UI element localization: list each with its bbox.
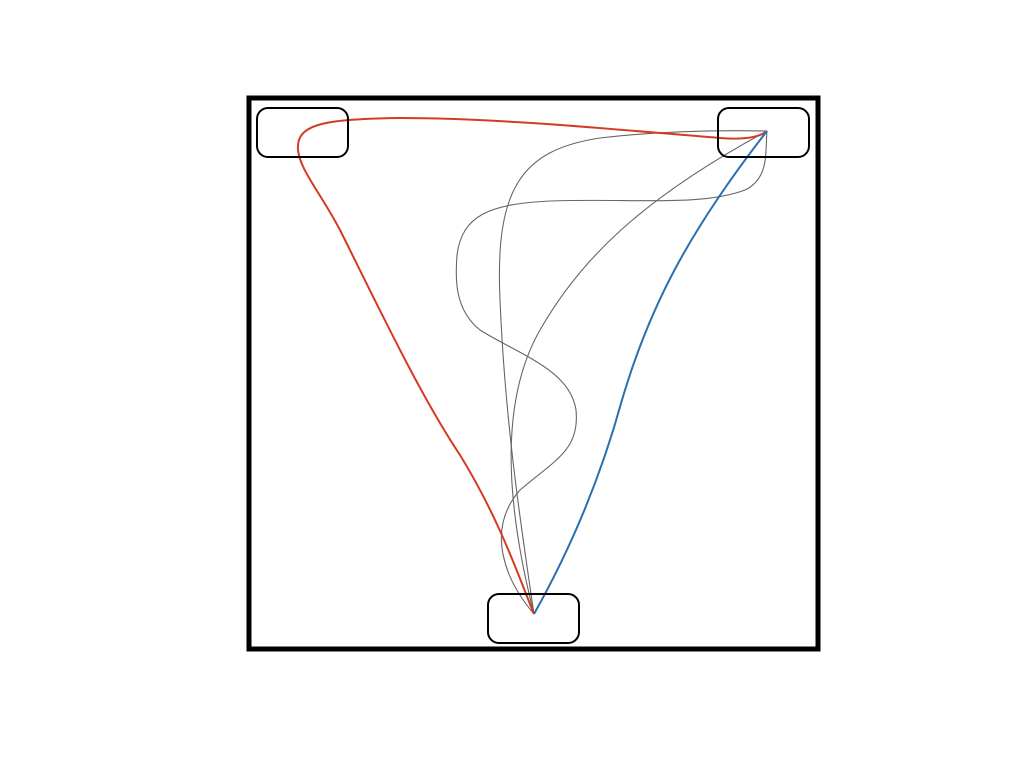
- node-bottom-center[interactable]: [487, 593, 580, 644]
- gray-path-2: [455, 130, 768, 615]
- red-path: [296, 116, 768, 615]
- gray-path-1: [498, 130, 768, 615]
- gray-path-3: [510, 130, 768, 615]
- gray-paths: [455, 130, 768, 615]
- node-top-right[interactable]: [717, 107, 810, 158]
- node-top-left[interactable]: [256, 107, 349, 158]
- outer-frame: [246, 95, 821, 652]
- blue-path: [533, 130, 768, 615]
